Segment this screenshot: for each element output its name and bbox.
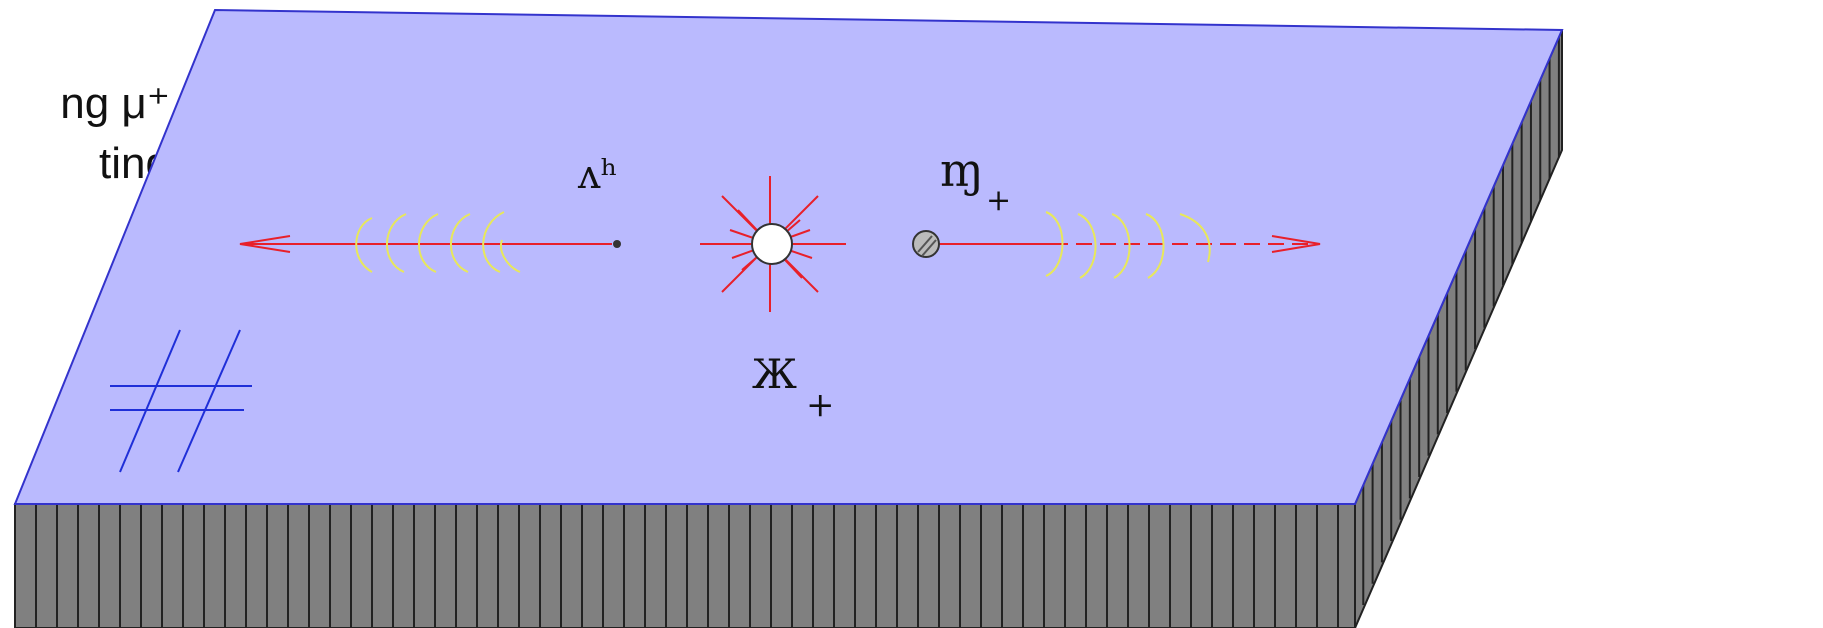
side-ticks: [1362, 37, 1560, 606]
left-spiral: [355, 211, 521, 273]
right-track: [912, 211, 1321, 279]
right-charge-label: +: [986, 183, 1011, 218]
grid-symbol: [110, 329, 252, 473]
right-particle-label: ɱ: [940, 143, 984, 197]
caption-line-1: ng μ⁺: [60, 79, 170, 128]
front-ticks: [35, 504, 1339, 628]
decay-vertex: [700, 176, 846, 312]
decay-point: [751, 223, 793, 265]
right-spiral: [1045, 211, 1211, 279]
left-particle-label: ʌʰ: [577, 152, 618, 198]
left-particle-dot: [613, 240, 621, 248]
plane-surface: [13, 8, 1564, 505]
center-charge-label: +: [806, 385, 835, 425]
plate-front-side: [14, 503, 1356, 628]
left-track: [239, 211, 621, 273]
center-particle-label: Ж: [752, 352, 797, 398]
